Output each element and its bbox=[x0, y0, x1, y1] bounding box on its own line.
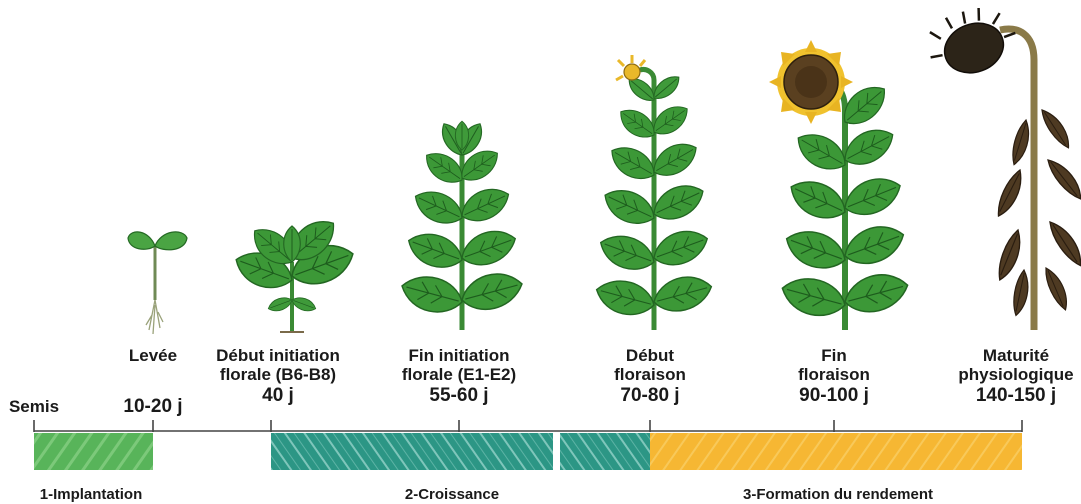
stage-label-fin-initiation: Fin initiation florale (E1-E2) 55-60 j bbox=[402, 346, 516, 406]
stage-day: 140-150 j bbox=[958, 385, 1073, 406]
stage-name-line2: florale (E1-E2) bbox=[402, 365, 516, 384]
stage-name-line1: Début initiation bbox=[216, 346, 340, 365]
stage-label-debut-initiation: Début initiation florale (B6-B8) 40 j bbox=[216, 346, 340, 406]
young-plant-icon bbox=[231, 212, 359, 332]
stage-label-debut-floraison: Début floraison 70-80 j bbox=[614, 346, 686, 406]
stage-label-semis: Semis bbox=[9, 397, 59, 416]
sunflower-budding-icon bbox=[592, 55, 715, 330]
phase-label-implantation: 1-Implantation bbox=[40, 486, 143, 503]
stage-name-line2: physiologique bbox=[958, 365, 1073, 384]
sunflower-blooming-icon bbox=[769, 40, 912, 330]
stage-name: Semis bbox=[9, 397, 59, 416]
stage-label-levee: Levée 10-20 j bbox=[123, 346, 182, 417]
stage-name-line2: floraison bbox=[614, 365, 686, 384]
phase-label-formation-rendement: 3-Formation du rendement bbox=[743, 486, 933, 503]
stage-label-maturite: Maturité physiologique 140-150 j bbox=[958, 346, 1073, 406]
phase-bar-formation-rendement bbox=[650, 433, 1022, 470]
phase-label-croissance: 2-Croissance bbox=[405, 486, 499, 503]
stage-name-line2: florale (B6-B8) bbox=[216, 365, 340, 384]
stage-name-line2: floraison bbox=[798, 365, 870, 384]
stage-day: 90-100 j bbox=[798, 385, 870, 406]
stage-name-line1: Début bbox=[614, 346, 686, 365]
phase-bar-croissance bbox=[271, 433, 553, 470]
stage-day: 10-20 j bbox=[123, 396, 182, 417]
timeline bbox=[34, 420, 1022, 432]
stage-label-fin-floraison: Fin floraison 90-100 j bbox=[798, 346, 870, 406]
phase-bar-croissance-end bbox=[560, 433, 650, 470]
stage-name-line1: Fin initiation bbox=[402, 346, 516, 365]
sunflower-mature-icon bbox=[920, 0, 1081, 330]
stage-name: Levée bbox=[129, 346, 177, 365]
stage-name-line1: Maturité bbox=[958, 346, 1073, 365]
stage-name-line1: Fin bbox=[798, 346, 870, 365]
seedling-icon bbox=[128, 232, 187, 334]
stage-day: 55-60 j bbox=[402, 385, 516, 406]
phase-bar-implantation bbox=[34, 433, 153, 470]
phase-bars bbox=[34, 433, 1022, 470]
stage-day: 70-80 j bbox=[614, 385, 686, 406]
sunflower-stem-icon bbox=[398, 120, 527, 330]
stage-day: 40 j bbox=[216, 385, 340, 406]
